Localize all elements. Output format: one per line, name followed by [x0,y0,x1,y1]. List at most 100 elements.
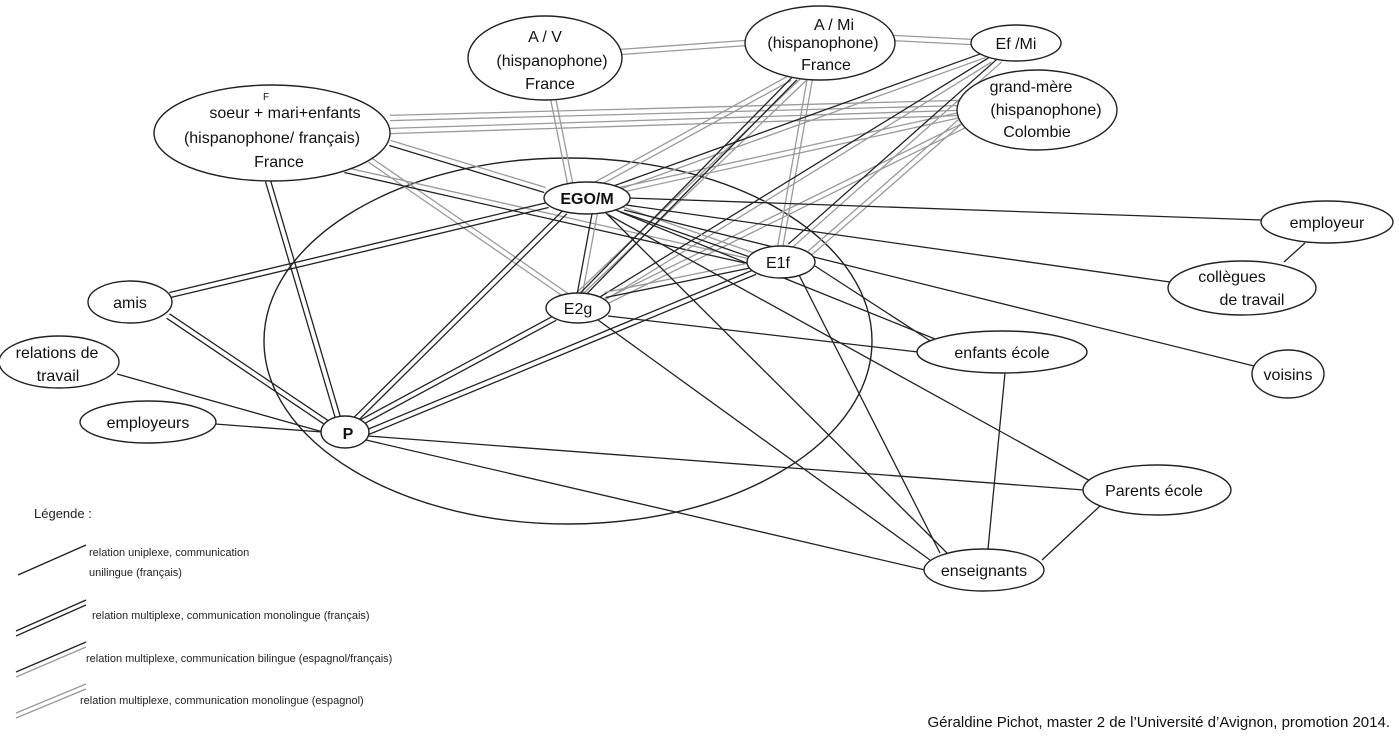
edge-amis-p [166,317,329,428]
legend-line-multi-fr [15,599,87,637]
edge-e1f-enseignants [798,274,941,554]
edges-layer [116,34,1306,571]
node-av[interactable]: A / V (hispanophone) France [467,15,623,101]
svg-text:Ef /Mi: Ef /Mi [996,36,1037,53]
edge-soeur-ego [389,144,545,194]
svg-text:(hispanophone): (hispanophone) [767,35,878,52]
node-employeurs[interactable]: employeurs [79,400,217,444]
edge-e1f-p [368,273,757,436]
edge-soeur-p [269,180,342,418]
node-grand-mere[interactable]: grand-mère (hispanophone) Colombie [956,69,1118,151]
edge-ami-ego [593,75,790,184]
node-voisins[interactable]: voisins [1251,349,1325,399]
svg-text:enfants école: enfants école [954,345,1049,362]
edge-efmi-e1f [787,57,999,245]
svg-text:EGO/M: EGO/M [560,191,613,208]
edge-e2g-e1f [604,261,752,294]
node-ego[interactable]: EGO/M [543,181,631,215]
credit-text: Géraldine Pichot, master 2 de l’Universi… [928,714,1390,731]
svg-text:travail: travail [37,368,80,385]
edge-e2g-e1f [605,266,753,299]
svg-text:E2g: E2g [564,301,592,318]
legend: Légende : relation uniplexe, communicati… [15,506,392,719]
edge-enfants-enseignants [987,372,1006,550]
legend-line-multi-bi [15,641,87,678]
edge-e2g-enseignants [597,319,931,561]
svg-text:collègues: collègues [1198,269,1266,286]
edge-ego-e2g [581,212,599,294]
edge-p-parents [367,435,1085,491]
node-soeur[interactable]: F soeur + mari+enfants (hispanophone/ fr… [153,84,391,182]
edge-ami-e2g-fr [579,75,794,294]
svg-text:Colombie: Colombie [1003,124,1071,141]
edge-gm-ego [620,116,961,194]
edge-efmi-ego [608,51,985,189]
edge-ami-e1f [776,77,809,248]
edge-ami-efmi [893,34,973,41]
edge-e1f-p [366,268,755,431]
edge-av-ami [619,39,746,51]
legend-uniplex-line2: unilingue (français) [89,567,182,579]
svg-text:employeurs: employeurs [107,415,190,432]
edge-parents-enseignants [1041,505,1101,561]
node-ami[interactable]: A / Mi (hispanophone) France [744,5,896,81]
svg-text:voisins: voisins [1264,367,1313,384]
edge-efmi-ego [610,56,987,194]
node-enfants-ecole[interactable]: enfants école [916,330,1088,374]
edge-e2g-p [360,319,557,426]
node-p[interactable]: P [320,415,370,449]
legend-line-multi-es [15,683,87,719]
legend-title: Légende : [34,506,92,521]
edge-ego-collegues [625,204,1171,283]
svg-text:France: France [525,76,575,93]
svg-text:E1f: E1f [766,255,791,272]
svg-text:(hispanophone): (hispanophone) [990,102,1101,119]
node-e2g[interactable]: E2g [545,292,611,324]
edge-soeur-gm [390,104,959,122]
node-enseignants[interactable]: enseignants [923,548,1045,592]
edge-efmi-e2g [598,57,989,299]
svg-text:A / V: A / V [528,29,562,46]
edge-gm-e1f [807,117,961,252]
svg-text:amis: amis [113,295,147,312]
edge-ego-e1f [612,202,754,254]
node-amis[interactable]: amis [87,280,173,324]
edge-ego-voisins [623,209,1255,367]
svg-text:(hispanophone): (hispanophone) [496,53,607,70]
node-efmi[interactable]: Ef /Mi [970,24,1062,62]
legend-uniplex-line1: relation uniplexe, communication [89,547,249,559]
node-parents-ecole[interactable]: Parents école [1082,464,1232,516]
legend-multi-bi: relation multiplexe, communication bilin… [86,653,392,665]
node-relations-travail[interactable]: relations de travail [0,335,120,389]
edge-soeur-p [264,181,337,419]
edge-ego-e2g [576,211,594,293]
node-e1f[interactable]: E1f [746,245,816,279]
svg-text:grand-mère: grand-mère [990,79,1073,96]
edge-e1f-enfants [814,265,933,343]
edge-soeur-gm-2 [390,114,959,135]
edge-gm-ego [619,111,960,189]
edge-ami-e2g-fr [583,79,798,298]
edge-e2g-p [358,315,555,422]
svg-text:relations de: relations de [16,345,99,362]
legend-multi-es: relation multiplexe, communication monol… [80,695,364,707]
edge-soeur-e1f [345,166,753,261]
edge-ami-e1f [781,78,814,249]
edge-amis-ego [170,206,549,299]
edge-efmi-e2g [601,61,992,303]
edge-employeur-collegues [1283,242,1306,263]
node-collegues[interactable]: collègues de travail [1167,260,1317,316]
node-employeur[interactable]: employeur [1260,200,1394,244]
svg-text:enseignants: enseignants [941,563,1027,580]
edge-ego-p [352,209,564,419]
svg-text:F: F [263,92,269,103]
svg-text:France: France [801,57,851,74]
legend-multi-fr: relation multiplexe, communication monol… [92,610,370,622]
svg-text:A / Mi: A / Mi [814,17,854,34]
edge-e2g-enfants [607,315,919,353]
svg-text:France: France [254,154,304,171]
svg-text:employeur: employeur [1290,215,1365,232]
legend-line-uniplex [17,544,87,576]
edge-soeur-e2g [368,161,569,301]
